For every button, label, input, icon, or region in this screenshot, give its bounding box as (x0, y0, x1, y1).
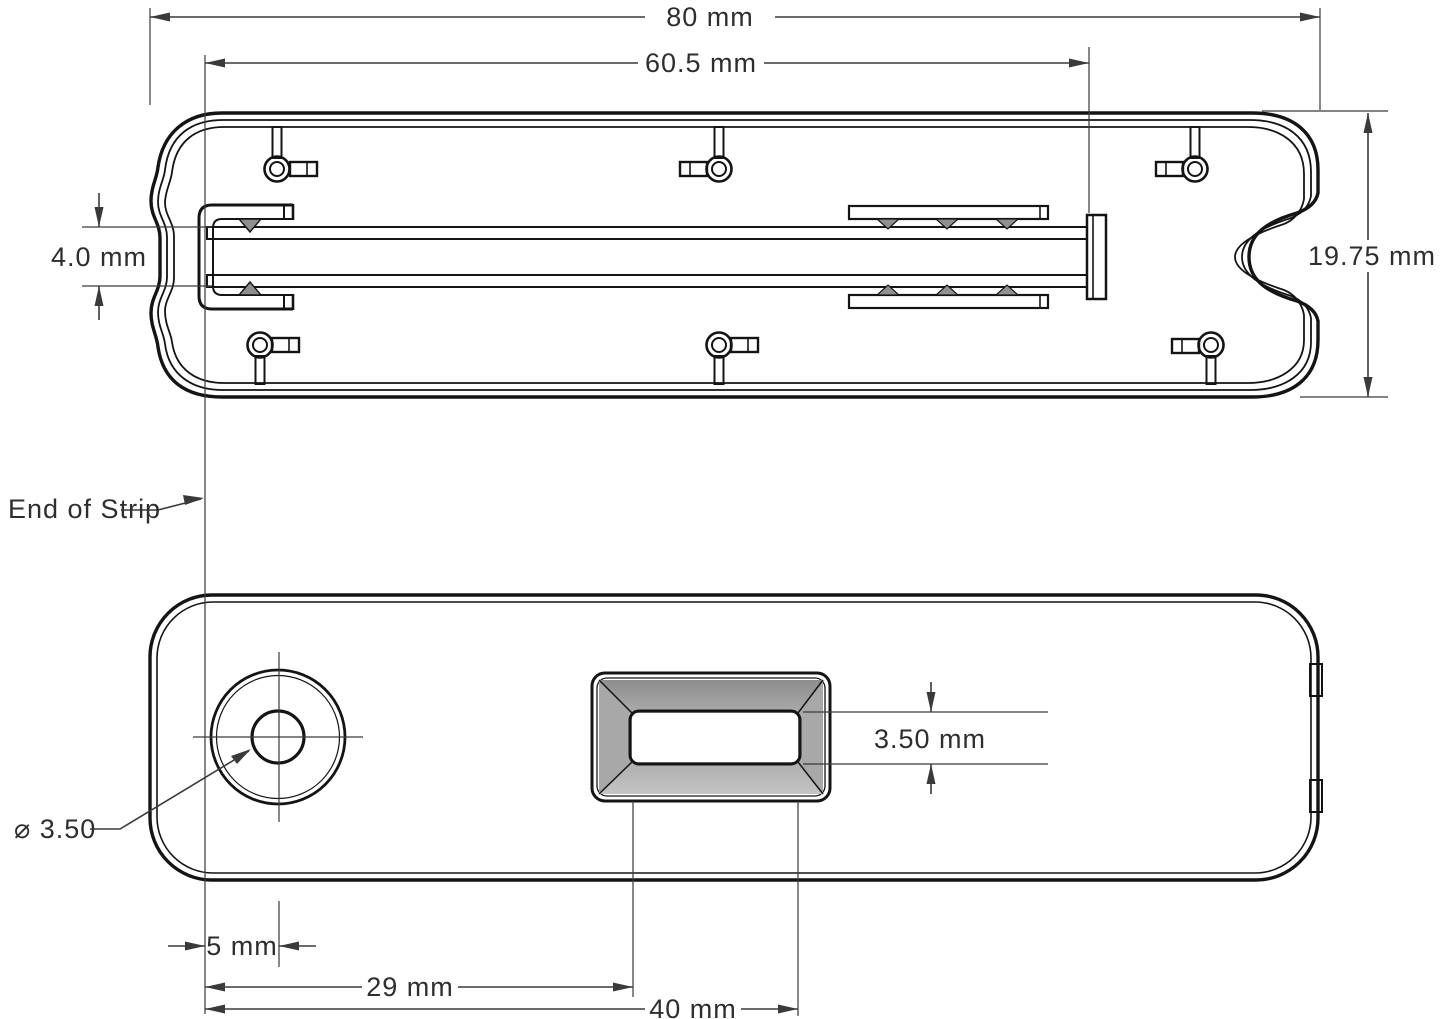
top-view (149, 111, 1320, 399)
channel-detent-top (237, 218, 263, 234)
slot-chamfer-top (599, 680, 823, 713)
retention-channel (197, 203, 295, 311)
bottom-view (148, 593, 1323, 882)
pin-bottom-right (1170, 331, 1225, 385)
dim-slot-near-edge-label: 29 mm (366, 972, 454, 1002)
pin-bottom-middle (705, 331, 760, 385)
pin-bottom-left (246, 331, 301, 385)
top-view-inner-contour-2 (164, 126, 1305, 384)
countersunk-hole (193, 652, 363, 822)
hole-diameter-label: ⌀ 3.50 (14, 814, 96, 844)
pin-top-left (263, 126, 319, 183)
strip (206, 213, 1108, 301)
hole-diameter-callout: ⌀ 3.50 (14, 749, 251, 844)
dim-strip-length-label: 60.5 mm (645, 48, 757, 78)
strip-top-edge (206, 226, 1088, 240)
chamfered-slot (590, 671, 832, 803)
dim-strip-length: 60.5 mm (205, 47, 1090, 213)
dim-hole-offset-label: 5 mm (206, 931, 278, 961)
end-of-strip-callout: End of Strip (8, 494, 204, 524)
dim-slot-opening: 3.50 mm (803, 682, 1048, 794)
guide-rail-bottom (847, 284, 1050, 310)
bottom-view-edge-nub-lower (1309, 779, 1323, 813)
dim-slot-far-edge: 40 mm (205, 801, 799, 1019)
bottom-view-edge-nub-upper (1309, 663, 1323, 697)
dimensions: 80 mm 60.5 mm 4.0 mm (8, 2, 1436, 1019)
pin-top-middle (678, 126, 733, 183)
dim-overall-height-label: 19.75 mm (1308, 241, 1436, 271)
end-of-strip-label: End of Strip (8, 494, 161, 524)
top-view-body-outline (149, 111, 1320, 399)
bottom-view-body-outline (148, 593, 1320, 882)
bottom-view-inner-contour (156, 601, 1312, 874)
dim-hole-offset: 5 mm (168, 901, 316, 967)
slot-chamfer-right (798, 680, 823, 794)
dim-overall-width: 80 mm (149, 2, 1321, 110)
dim-strip-thickness-label: 4.0 mm (51, 242, 147, 272)
strip-end-cap (1085, 213, 1108, 301)
top-view-inner-contour-1 (157, 119, 1312, 391)
dim-slot-near-edge: 29 mm (205, 801, 634, 1002)
guide-rail-top (847, 204, 1050, 230)
slot-outer (590, 671, 832, 803)
pin-top-right (1154, 126, 1209, 183)
dim-slot-far-edge-label: 40 mm (649, 994, 737, 1019)
slot-chamfer-left (599, 680, 632, 794)
dim-slot-opening-label: 3.50 mm (874, 724, 986, 754)
dim-overall-height: 19.75 mm (1262, 110, 1436, 398)
dim-overall-width-label: 80 mm (666, 2, 754, 32)
dim-strip-thickness: 4.0 mm (51, 193, 212, 320)
slot-chamfer-bottom (599, 762, 823, 794)
strip-bottom-edge (206, 274, 1088, 288)
channel-detent-bottom (237, 280, 263, 296)
slot-opening (628, 709, 802, 766)
